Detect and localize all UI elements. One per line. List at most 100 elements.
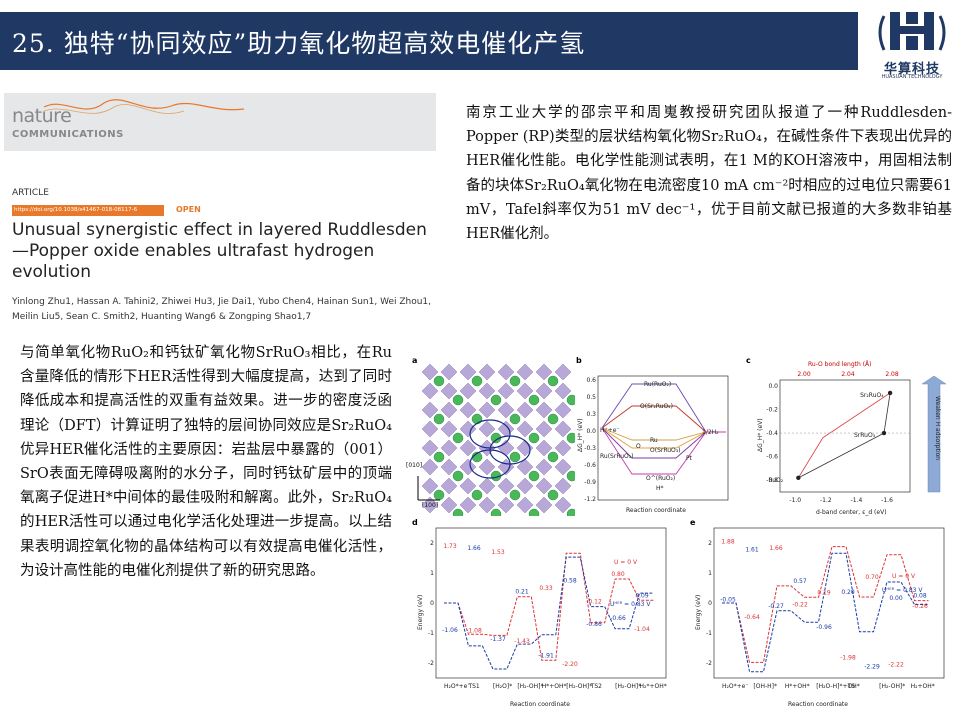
octahedron bbox=[421, 364, 439, 381]
octahedron bbox=[497, 477, 515, 495]
octahedron bbox=[459, 496, 477, 514]
e-xlabel: Reaction coordinate bbox=[788, 701, 848, 708]
octahedron bbox=[535, 477, 553, 495]
d-ylabel: Energy (eV) bbox=[417, 595, 424, 630]
octahedron bbox=[440, 382, 458, 400]
e-value: 0.19 bbox=[817, 589, 831, 596]
d-state-label: H₂*+OH* bbox=[640, 683, 667, 690]
panel-a-crystal bbox=[421, 364, 575, 516]
d-state-label: TS2 bbox=[590, 683, 602, 690]
c-arrow-label: Weaken H adsorption bbox=[934, 396, 941, 460]
journal-name: nature bbox=[12, 105, 72, 127]
octahedron bbox=[421, 458, 439, 476]
octahedron bbox=[554, 401, 572, 419]
e-value: -0.22 bbox=[792, 602, 808, 609]
b-species-8: 1/2H₂ bbox=[702, 429, 719, 436]
octahedron bbox=[497, 364, 515, 381]
panel-e-label: e bbox=[690, 518, 696, 527]
banner-wave-icon bbox=[43, 99, 245, 114]
sr-atom bbox=[566, 394, 575, 406]
c-point-label: Sr₂RuO₄ bbox=[860, 392, 884, 399]
octahedron bbox=[478, 458, 496, 476]
sr-atom bbox=[547, 375, 559, 387]
octahedron bbox=[535, 439, 553, 457]
e-yticks: 210-1-2 bbox=[706, 540, 712, 667]
sr-atom bbox=[490, 508, 502, 516]
panel-c-label: c bbox=[746, 356, 751, 365]
octahedron bbox=[459, 439, 477, 457]
b-ytick: -0.3 bbox=[584, 445, 596, 452]
c-top-axis-label: Ru-O bond length (Å) bbox=[808, 361, 871, 368]
b-species-4: H⁺+e⁻ bbox=[600, 427, 620, 434]
octahedron bbox=[459, 420, 477, 438]
e-value: 0.57 bbox=[793, 578, 807, 585]
b-ytick: 0.6 bbox=[586, 377, 596, 384]
c-top-tick: 2.00 bbox=[797, 371, 811, 378]
e-value: 1.66 bbox=[769, 545, 783, 552]
c-point-label: SrRuO₃ bbox=[854, 432, 876, 439]
c-point bbox=[887, 390, 893, 396]
d-step-line bbox=[444, 556, 654, 670]
c-xtick: -1.0 bbox=[789, 497, 801, 504]
octahedron bbox=[440, 458, 458, 476]
sr-atom bbox=[566, 508, 575, 516]
octahedron bbox=[497, 496, 515, 514]
d-value: -1.08 bbox=[466, 627, 482, 634]
d-steps bbox=[444, 552, 654, 670]
journal-banner: nature COMMUNICATIONS bbox=[4, 93, 436, 151]
sr-atom bbox=[528, 394, 540, 406]
c-ytick: 0.0 bbox=[768, 383, 778, 390]
c-ytick: -0.6 bbox=[766, 454, 778, 461]
axis-100: [100] bbox=[422, 502, 439, 509]
e-value: 0.00 bbox=[889, 595, 903, 602]
c-top-tick: 2.08 bbox=[885, 371, 899, 378]
e-ytick: 1 bbox=[708, 570, 712, 577]
octahedron bbox=[459, 477, 477, 495]
e-value: -2.29 bbox=[864, 664, 880, 671]
doi-link[interactable]: https://doi.org/10.1038/s41467-018-08117… bbox=[12, 205, 164, 216]
panel-a-label: a bbox=[412, 356, 418, 365]
octahedron bbox=[554, 364, 572, 381]
b-ytick: 0.3 bbox=[586, 411, 596, 418]
octahedron bbox=[440, 401, 458, 419]
c-ylabel: ΔG_H* (eV) bbox=[757, 418, 764, 452]
octahedron bbox=[440, 477, 458, 495]
d-value: -1.06 bbox=[442, 627, 458, 634]
d-ytick: -1 bbox=[428, 630, 434, 637]
e-state-label: H₂O*+e⁻ bbox=[722, 683, 749, 690]
d-value: 0.33 bbox=[539, 585, 553, 592]
e-steps bbox=[722, 546, 929, 673]
e-state-label: H*+OH* bbox=[785, 683, 810, 690]
d-state-label: [H₂O]* bbox=[493, 683, 512, 690]
c-xticks: -1.0-1.2-1.4-1.6 bbox=[789, 497, 893, 504]
octahedron bbox=[421, 382, 439, 400]
d-value: -0.12 bbox=[586, 599, 602, 606]
e-value: -0.26 bbox=[912, 603, 928, 610]
c-ytick: -0.8 bbox=[766, 477, 778, 484]
octahedron bbox=[535, 382, 553, 400]
b-energy-path bbox=[601, 427, 726, 475]
company-logo: 华算科技 HUASUAN TECHNOLOGY bbox=[872, 8, 952, 80]
sr-atom bbox=[452, 394, 464, 406]
c-d-band-line bbox=[798, 392, 891, 479]
crystal-structure bbox=[421, 364, 575, 516]
journal-subname: COMMUNICATIONS bbox=[12, 129, 124, 140]
e-state-label: [H₂O-H]*+OH* bbox=[816, 683, 859, 690]
paper-title: Unusual synergistic effect in layered Ru… bbox=[12, 220, 427, 282]
d-state-label: TS1 bbox=[467, 683, 479, 690]
article-label: ARTICLE bbox=[12, 188, 49, 198]
octahedron bbox=[516, 496, 534, 514]
left-paragraph: 与简单氧化物RuO₂和钙钛矿氧化物SrRuO₃相比，在Ru含量降低的情形下HER… bbox=[20, 345, 392, 579]
b-ytick: 0.5 bbox=[586, 394, 596, 401]
e-ytick: 2 bbox=[708, 540, 712, 547]
sr-atom bbox=[452, 470, 464, 482]
e-value: -2.22 bbox=[888, 662, 904, 669]
slide-title: 25. 独特“协同效应”助力氧化物超高效电催化产氢 bbox=[12, 29, 586, 58]
e-state-label: [OH-H]* bbox=[753, 683, 777, 690]
e-ytick: 0 bbox=[708, 600, 712, 607]
d-value: 0.58 bbox=[563, 578, 577, 585]
